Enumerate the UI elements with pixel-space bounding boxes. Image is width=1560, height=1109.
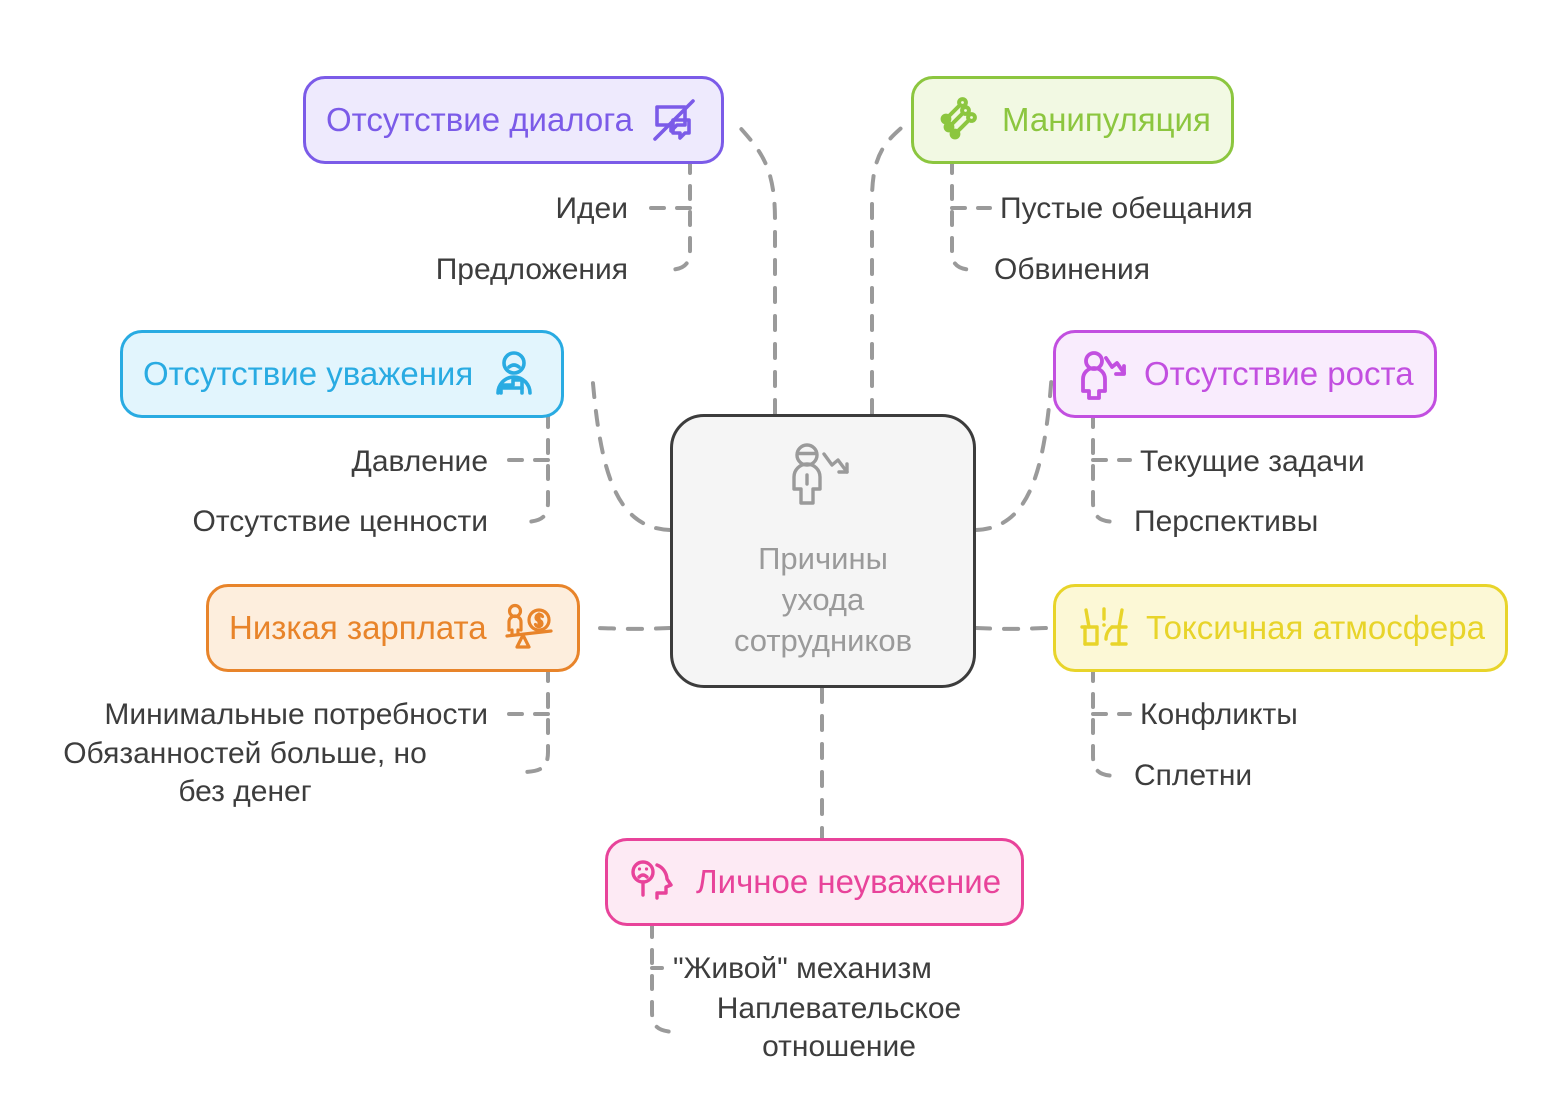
sub-item-toxic-atmosphere-1: Сплетни [1134,759,1253,792]
no-chat-icon [647,93,701,147]
branch-node-low-salary[interactable]: Низкая зарплата [206,584,580,672]
branch-label-low-salary: Низкая зарплата [229,609,487,646]
sub-item-no-growth-1: Перспективы [1134,505,1319,538]
employee-decline-icon [784,441,862,524]
branch-label-no-dialogue: Отсутствие диалога [326,101,633,138]
branch-node-personal-disrespect[interactable]: Личное неуважение [605,838,1025,926]
sub-item-no-respect-0: Давление [351,445,488,478]
sub-item-toxic-atmosphere-0: Конфликты [1140,698,1298,731]
center-node[interactable]: Причины ухода сотрудников [670,414,976,688]
branch-node-no-respect[interactable]: Отсутствие уважения [120,330,565,418]
center-node-label: Причины ухода сотрудников [733,540,913,659]
branch-label-no-respect: Отсутствие уважения [143,355,474,392]
sub-item-low-salary-1: Обязанностей больше, но без денег [63,737,427,809]
sub-item-low-salary-0: Минимальные потребности [104,698,488,731]
branch-label-manipulation: Манипуляция [1002,101,1211,138]
sub-item-no-dialogue-0: Идеи [555,192,628,225]
branch-label-toxic-atmosphere: Токсичная атмосфера [1146,609,1485,646]
sub-item-no-dialogue-1: Предложения [435,253,628,286]
sub-item-no-respect-1: Отсутствие ценности [192,505,488,538]
puppet-strings-icon [934,93,988,147]
branch-node-toxic-atmosphere[interactable]: Токсичная атмосфера [1053,584,1508,672]
branch-node-manipulation[interactable]: Манипуляция [911,76,1234,164]
sub-item-personal-disrespect-1: Наплевательское отношение [716,992,962,1064]
branch-node-no-dialogue[interactable]: Отсутствие диалога [303,76,724,164]
branch-label-personal-disrespect: Личное неуважение [696,863,1002,900]
sub-item-personal-disrespect-0: "Живой" механизм [673,952,932,985]
sub-item-no-growth-0: Текущие задачи [1140,445,1365,478]
office-chairs-warning-icon [1076,600,1132,656]
salary-balance-icon [501,600,557,656]
sad-face-head-icon [628,855,682,909]
sub-item-manipulation-0: Пустые обещания [1000,192,1253,225]
sub-item-manipulation-1: Обвинения [994,253,1151,286]
branch-label-no-growth: Отсутствие роста [1144,355,1414,392]
branch-node-no-growth[interactable]: Отсутствие роста [1053,330,1437,418]
person-down-arrow-icon [1076,347,1130,401]
sad-person-desk-icon [487,347,541,401]
